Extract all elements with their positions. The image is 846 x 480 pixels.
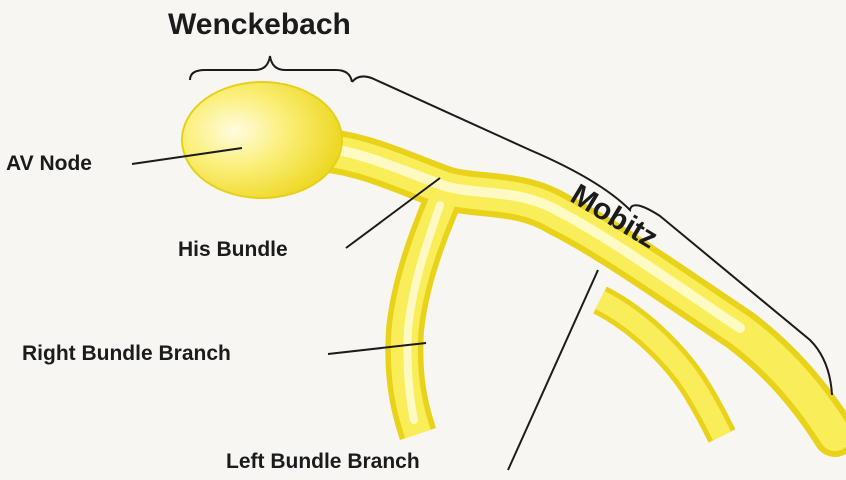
his-bundle-label: His Bundle — [178, 238, 288, 262]
wenckebach-label: Wenckebach — [168, 8, 351, 42]
wenckebach-brace — [190, 56, 352, 82]
pathway-outline — [300, 148, 835, 436]
av-node-shape — [182, 82, 342, 198]
right-bundle-branch-label: Right Bundle Branch — [22, 342, 231, 366]
pathway-core — [300, 148, 835, 436]
left-bundle-branch-label: Left Bundle Branch — [226, 450, 420, 474]
av-node-label: AV Node — [6, 152, 92, 176]
left-bundle-branch-leader — [508, 270, 598, 470]
